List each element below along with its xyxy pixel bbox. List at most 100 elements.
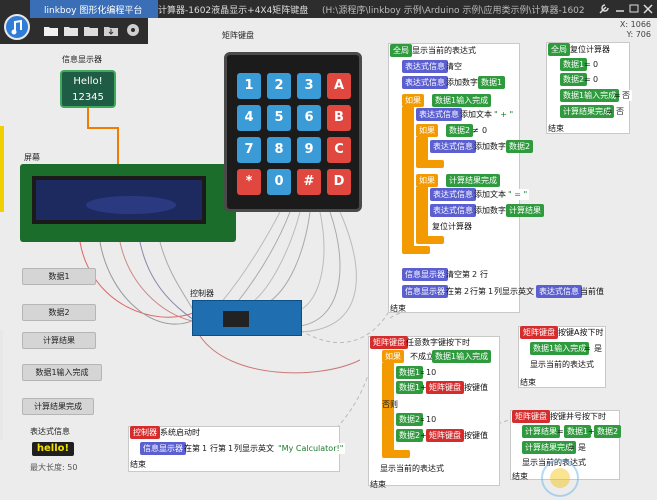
folder-icon[interactable] — [64, 25, 78, 36]
key-8[interactable]: 8 — [267, 137, 291, 163]
block-data2[interactable]: 数据2 — [594, 425, 622, 438]
block-data2[interactable]: 数据2 — [396, 429, 424, 442]
settings-icon[interactable] — [126, 23, 140, 37]
key-c[interactable]: C — [327, 137, 351, 163]
save-folder-icon[interactable] — [84, 25, 98, 36]
num-col[interactable]: 1 — [226, 443, 236, 454]
block-if[interactable]: 如果 — [402, 94, 424, 107]
block-data2[interactable]: 数据2 — [446, 124, 474, 137]
bool-yes[interactable]: 是 — [592, 343, 604, 354]
label-at-line: 在第 — [184, 444, 200, 453]
key-1[interactable]: 1 — [237, 73, 261, 99]
num-zero[interactable]: 0 — [480, 125, 490, 136]
open-folder-icon[interactable] — [44, 25, 58, 36]
var-button-data1[interactable]: 数据1 — [22, 268, 96, 285]
num-line1[interactable]: 1 — [200, 443, 210, 454]
bool-no[interactable]: 否 — [620, 90, 632, 101]
block-display[interactable]: 信息显示器 — [140, 442, 186, 455]
var-button-data1-done[interactable]: 数据1输入完成 — [22, 364, 102, 381]
app-name-tab[interactable]: linkboy 图形化编程平台 — [30, 0, 158, 18]
op-assign: = — [420, 413, 427, 426]
file-path: (H:\源程序\linkboy 示例\Arduino 示例\应用类示例\计算器-… — [322, 6, 585, 16]
event-head-keypad[interactable]: 矩阵键盘 — [520, 326, 558, 339]
key-0[interactable]: 0 — [267, 169, 291, 195]
block-end: 结束 — [520, 378, 536, 387]
bool-no[interactable]: 否 — [614, 106, 626, 117]
block-calc-done[interactable]: 计算结果完成 — [446, 174, 500, 187]
key-a[interactable]: A — [327, 73, 351, 99]
block-data2[interactable]: 数据2 — [396, 413, 424, 426]
arduino-nano-component[interactable] — [192, 300, 302, 336]
app-logo[interactable] — [4, 14, 30, 40]
key-star[interactable]: * — [237, 169, 261, 195]
block-calc-done[interactable]: 计算结果完成 — [560, 105, 614, 118]
block-data1[interactable]: 数据1 — [564, 425, 592, 438]
block-data2[interactable]: 数据2 — [560, 73, 588, 86]
string-plus[interactable]: " + " — [492, 109, 516, 120]
block-expr[interactable]: 表达式信息 — [430, 188, 476, 201]
block-calc-done[interactable]: 计算结果完成 — [522, 441, 576, 454]
key-5[interactable]: 5 — [267, 105, 291, 131]
block-keypad[interactable]: 矩阵键盘 — [426, 381, 464, 394]
key-b[interactable]: B — [327, 105, 351, 131]
num-col[interactable]: 1 — [486, 286, 496, 297]
block-data2[interactable]: 数据2 — [506, 140, 534, 153]
string-eq[interactable]: " = " — [506, 189, 530, 200]
block-expr[interactable]: 表达式信息 — [430, 204, 476, 217]
var-button-calc-done[interactable]: 计算结果完成 — [22, 398, 94, 415]
block-expr[interactable]: 表达式信息 — [402, 76, 448, 89]
event-head-global[interactable]: 全局 — [390, 44, 412, 57]
key-6[interactable]: 6 — [297, 105, 321, 131]
block-keypad[interactable]: 矩阵键盘 — [426, 429, 464, 442]
key-4[interactable]: 4 — [237, 105, 261, 131]
key-7[interactable]: 7 — [237, 137, 261, 163]
block-calc-result[interactable]: 计算结果 — [522, 425, 560, 438]
event-title-key-hash: 按键井号按下时 — [550, 412, 606, 421]
block-expr[interactable]: 表达式信息 — [402, 60, 448, 73]
block-calc-result[interactable]: 计算结果 — [506, 204, 544, 217]
download-icon[interactable] — [104, 25, 118, 36]
block-data1[interactable]: 数据1 — [560, 58, 588, 71]
key-hash[interactable]: # — [297, 169, 321, 195]
wrench-icon — [599, 4, 609, 14]
block-data1[interactable]: 数据1 — [478, 76, 506, 89]
num-line2[interactable]: 2 — [470, 269, 480, 280]
block-display[interactable]: 信息显示器 — [402, 285, 448, 298]
matrix-keypad-component[interactable]: 1 2 3 A 4 5 6 B 7 8 9 C * 0 # D — [224, 52, 362, 212]
block-data1[interactable]: 数据1 — [396, 366, 424, 379]
lcd-1602-component[interactable] — [20, 164, 236, 242]
event-head-keypad[interactable]: 矩阵键盘 — [370, 336, 408, 349]
block-if[interactable]: 如果 — [416, 174, 438, 187]
key-3[interactable]: 3 — [297, 73, 321, 99]
block-add-num: 添加数字 — [446, 78, 478, 87]
string-my-calculator[interactable]: "My Calculator!" — [276, 443, 346, 454]
num-zero[interactable]: 0 — [591, 74, 601, 85]
event-head-controller[interactable]: 控制器 — [130, 426, 160, 439]
block-expr[interactable]: 表达式信息 — [430, 140, 476, 153]
bool-yes[interactable]: 是 — [576, 442, 588, 453]
expr-var-value[interactable]: hello! — [32, 442, 74, 456]
num-ten[interactable]: 10 — [424, 367, 439, 378]
var-button-calc-result[interactable]: 计算结果 — [22, 332, 96, 349]
key-d[interactable]: D — [327, 169, 351, 195]
event-head-global[interactable]: 全局 — [548, 43, 570, 56]
event-head-keypad[interactable]: 矩阵键盘 — [512, 410, 550, 423]
info-display-component[interactable]: Hello! 12345 — [60, 70, 116, 108]
block-if[interactable]: 如果 — [416, 124, 438, 137]
num-ten[interactable]: 10 — [424, 414, 439, 425]
key-2[interactable]: 2 — [267, 73, 291, 99]
block-expr[interactable]: 表达式信息 — [416, 108, 462, 121]
info-line2: 12345 — [72, 92, 104, 103]
num-zero[interactable]: 0 — [591, 59, 601, 70]
num-line[interactable]: 2 — [462, 286, 472, 297]
block-data1[interactable]: 数据1 — [396, 381, 424, 394]
block-data1-done[interactable]: 数据1输入完成 — [432, 94, 492, 107]
block-expr[interactable]: 表达式信息 — [536, 285, 582, 298]
block-data1-done[interactable]: 数据1输入完成 — [432, 350, 492, 363]
var-button-data2[interactable]: 数据2 — [22, 304, 96, 321]
block-if[interactable]: 如果 — [382, 350, 404, 363]
block-display[interactable]: 信息显示器 — [402, 268, 448, 281]
key-9[interactable]: 9 — [297, 137, 321, 163]
block-data1-done[interactable]: 数据1输入完成 — [560, 89, 620, 102]
block-data1-done[interactable]: 数据1输入完成 — [530, 342, 590, 355]
